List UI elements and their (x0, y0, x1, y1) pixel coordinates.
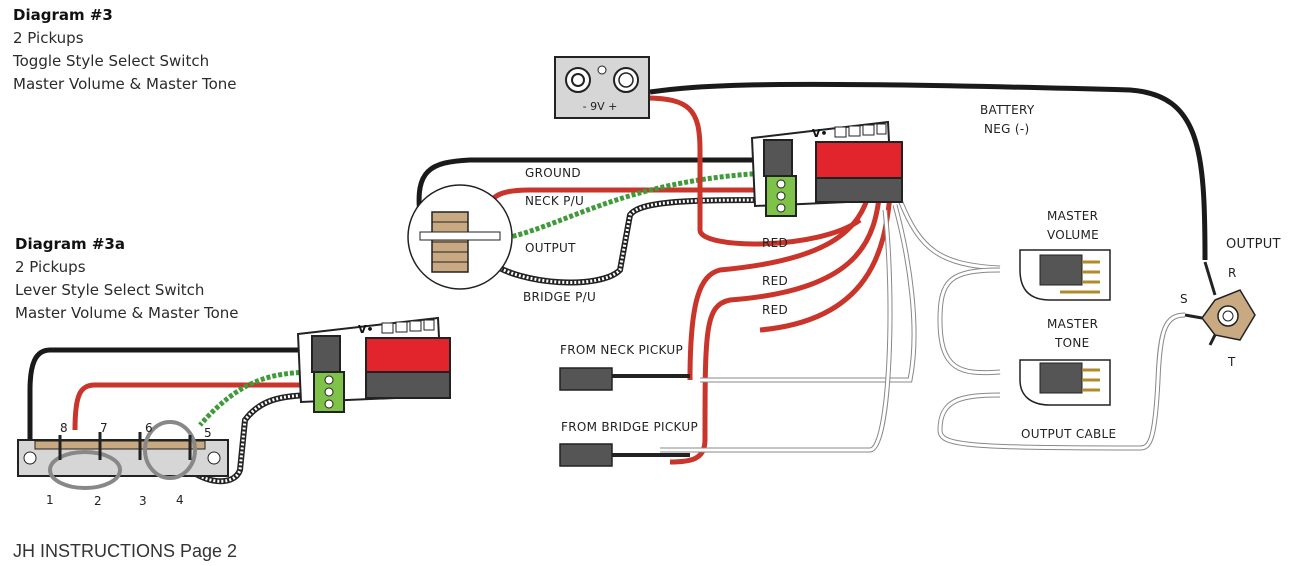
lever-num-6: 6 (145, 421, 153, 435)
label-from-bridge: FROM BRIDGE PICKUP (561, 420, 698, 434)
output-green-wire (494, 170, 769, 243)
ground-wire (416, 157, 768, 216)
label-output: OUTPUT (525, 241, 576, 255)
diagram3a-caption: Diagram #3a 2 Pickups Lever Style Select… (15, 233, 239, 325)
label-master-volume-2: VOLUME (1047, 228, 1099, 242)
battery-output-wire (649, 81, 1208, 261)
3a-red-wire (72, 382, 318, 431)
neck-pickup-connector (559, 367, 613, 391)
label-jack-r: R (1228, 266, 1237, 280)
label-jack-s: S (1180, 292, 1188, 306)
main-circuit-board: V• (750, 120, 903, 217)
label-red-2: RED (762, 274, 788, 288)
label-output-cable: OUTPUT CABLE (1021, 427, 1116, 441)
3a-circuit-board: V• (296, 316, 451, 413)
label-battery-neg: NEG (-) (984, 122, 1029, 136)
label-red-1: RED (762, 236, 788, 250)
diagram3a-line-2: Lever Style Select Switch (15, 281, 205, 299)
toggle-switch (407, 184, 513, 290)
lever-switch (17, 420, 229, 490)
label-red-3: RED (762, 303, 788, 317)
diagram3a-title: Diagram #3a (15, 235, 125, 253)
label-master-volume-1: MASTER (1047, 209, 1098, 223)
svg-text:V•: V• (358, 323, 374, 336)
diagram3-line-1: 2 Pickups (13, 29, 84, 47)
output-jack (1184, 261, 1256, 346)
battery-polarity: - 9V + (583, 100, 618, 113)
lever-num-5: 5 (204, 426, 212, 440)
master-tone-pot (1019, 359, 1111, 406)
label-output-jack: OUTPUT (1226, 237, 1281, 252)
red-wire-1 (687, 189, 873, 381)
diagram3a-line-3: Master Volume & Master Tone (15, 304, 239, 322)
lever-num-1: 1 (46, 493, 54, 507)
label-bridge-pu: BRIDGE P/U (523, 290, 596, 304)
master-volume-pot (1019, 249, 1111, 301)
label-neck-pu: NECK P/U (525, 194, 584, 208)
lever-num-3: 3 (139, 494, 147, 508)
diagram3-caption: Diagram #3 2 Pickups Toggle Style Select… (13, 4, 237, 96)
diagram3a-line-1: 2 Pickups (15, 258, 86, 276)
diagram3-line-3: Master Volume & Master Tone (13, 75, 237, 93)
svg-text:V•: V• (812, 127, 828, 140)
label-master-tone-1: MASTER (1047, 317, 1098, 331)
lever-num-4: 4 (176, 493, 184, 507)
label-from-neck: FROM NECK PICKUP (560, 343, 683, 357)
battery-red-wire (644, 95, 862, 247)
lever-num-2: 2 (94, 494, 102, 508)
bridge-pickup-connector (559, 443, 613, 467)
3a-ground-wire (27, 347, 310, 440)
label-jack-t: T (1227, 355, 1236, 369)
lever-num-7: 7 (100, 421, 108, 435)
label-battery: BATTERY (980, 103, 1035, 117)
label-ground: GROUND (525, 166, 581, 180)
lever-num-8: 8 (60, 421, 68, 435)
footer-page-label: JH INSTRUCTIONS Page 2 (13, 541, 238, 561)
label-master-tone-2: TONE (1054, 336, 1090, 350)
diagram3-title: Diagram #3 (13, 6, 113, 24)
white-wire-2 (700, 204, 917, 383)
diagram3-line-2: Toggle Style Select Switch (13, 52, 210, 70)
